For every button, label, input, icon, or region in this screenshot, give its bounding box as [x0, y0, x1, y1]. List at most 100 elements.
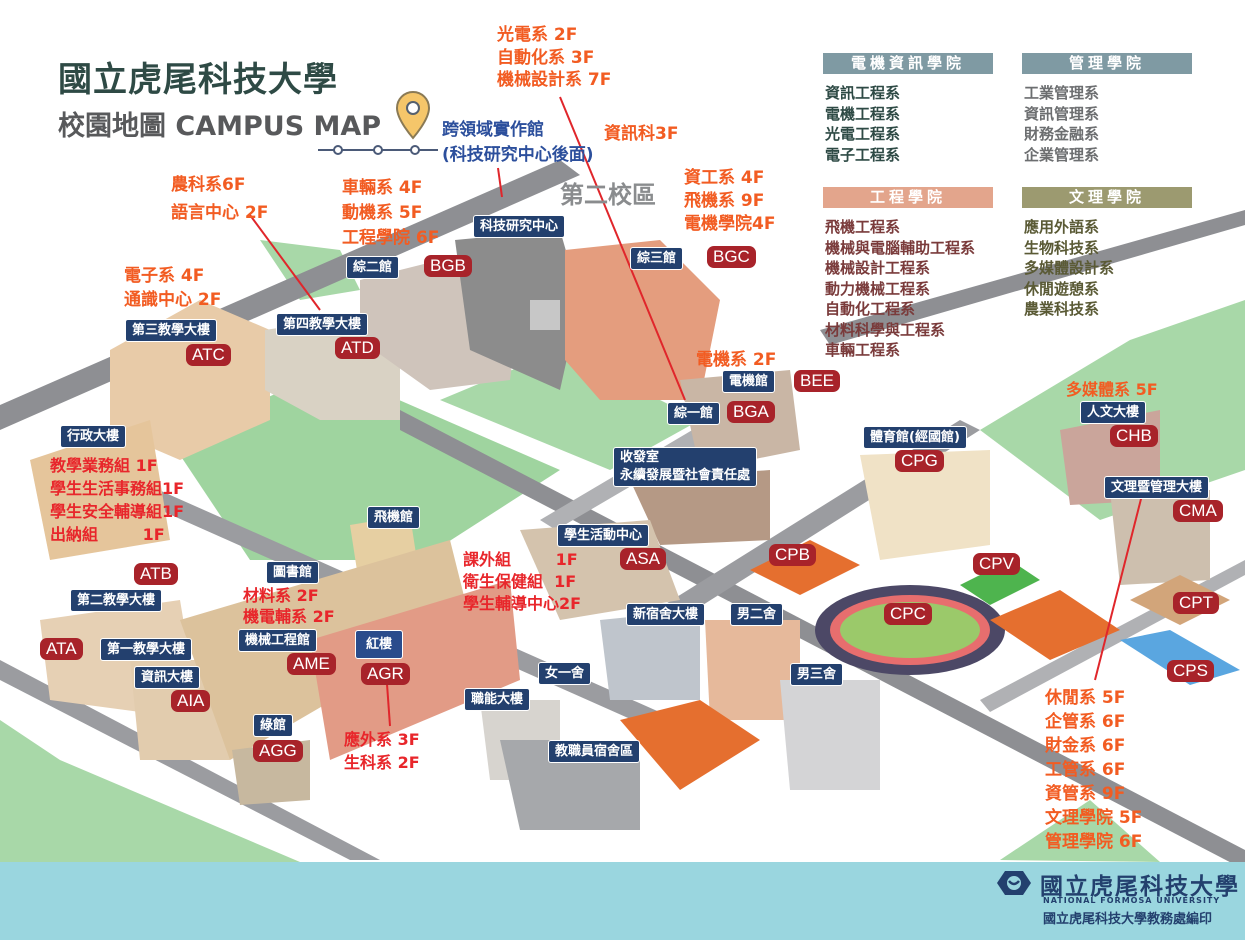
- annotation-line: 工管系 6F: [1045, 760, 1126, 780]
- building-tag-atc[interactable]: 第三教學大樓: [125, 319, 218, 342]
- annotation-atc: 電子系 4F 通識中心 2F: [124, 264, 221, 312]
- building-code-atd[interactable]: ATD: [335, 337, 380, 359]
- annotation-line: 學生安全輔導組1F: [50, 502, 185, 521]
- building-tag-bga[interactable]: 綜一館: [667, 402, 721, 425]
- building-tag-staff-dorm[interactable]: 教職員宿舍區: [548, 740, 641, 763]
- building-code-bee[interactable]: BEE: [794, 370, 841, 392]
- building-code-atb[interactable]: ATB: [134, 563, 178, 585]
- building-code-atc[interactable]: ATC: [186, 344, 231, 366]
- building-tag-male-dorm-3[interactable]: 男三舍: [790, 663, 844, 686]
- annotation-line: 機械設計系 7F: [497, 70, 612, 90]
- college-heading: 管理學院: [1022, 53, 1192, 74]
- annotation-line: 學生生活事務組1F: [50, 479, 185, 498]
- annotation-line: 工程學院 6F: [342, 228, 440, 248]
- university-logo-name: 國立虎尾科技大學: [1040, 873, 1240, 900]
- building-tag-atb[interactable]: 第二教學大樓: [70, 589, 163, 612]
- page-title: 國立虎尾科技大學: [58, 60, 338, 100]
- annotation-line: 動機系 5F: [342, 203, 423, 223]
- annotation-line: 應外系 3F: [344, 730, 420, 749]
- building-tag-vocational[interactable]: 職能大樓: [464, 688, 531, 711]
- dept-item: 資訊工程系: [825, 84, 901, 102]
- annotation-line: 電機學院4F: [684, 214, 776, 234]
- building-tag-bee[interactable]: 電機館: [722, 370, 776, 393]
- dept-item: 資訊管理系: [1024, 104, 1100, 123]
- building-tag-new-dorm[interactable]: 新宿舍大樓: [626, 603, 706, 626]
- annotation-line: 光電系 2F: [497, 25, 578, 45]
- annotation-line: 農科系6F: [171, 175, 246, 195]
- building-code-cpv[interactable]: CPV: [973, 553, 1020, 575]
- annotation-bee: 電機系 2F: [696, 350, 777, 370]
- building-code-aia[interactable]: AIA: [171, 690, 211, 712]
- dept-item: 材料科學與工程系: [825, 320, 946, 339]
- leader-lines: [249, 96, 1143, 727]
- building-tag-bgc[interactable]: 綜三館: [630, 247, 684, 270]
- building-tag-cpg[interactable]: 體育館(經國館): [863, 426, 967, 449]
- building-code-agg[interactable]: AGG: [253, 740, 303, 762]
- building-tag-chb[interactable]: 人文大樓: [1080, 401, 1147, 424]
- printed-by: 國立虎尾科技大學教務處編印: [1043, 912, 1213, 927]
- building-tag-female-dorm-1[interactable]: 女一舍: [538, 662, 592, 685]
- building-tag-atd[interactable]: 第四教學大樓: [276, 313, 369, 336]
- building-code-bgb[interactable]: BGB: [424, 255, 472, 277]
- annotation-line: 管理學院 6F: [1045, 832, 1143, 852]
- building-tag-agr[interactable]: 紅樓: [355, 630, 404, 659]
- dept-item: 光電工程系: [825, 125, 901, 143]
- annotation-line: 衛生保健組 1F: [463, 572, 577, 591]
- building-code-cps[interactable]: CPS: [1167, 660, 1214, 682]
- building-code-agr[interactable]: AGR: [361, 663, 410, 685]
- building-tag-admin[interactable]: 行政大樓: [60, 425, 127, 448]
- building-tag-library[interactable]: 圖書館: [266, 561, 320, 584]
- annotation-line: 機電輔系 2F: [243, 607, 335, 626]
- building-tag-bgb[interactable]: 綜二館: [346, 256, 400, 279]
- building-tag-cma[interactable]: 文理暨管理大樓: [1104, 476, 1210, 499]
- college-legend-engineering: 工程學院 飛機工程系 機械與電腦輔助工程系 機械設計工程系 動力機械工程系 自動…: [823, 187, 993, 361]
- dept-item: 多媒體設計系: [1024, 259, 1115, 277]
- campus-label: 第二校區: [560, 181, 656, 209]
- building-code-ata[interactable]: ATA: [40, 638, 83, 660]
- building-tag-tech-center[interactable]: 科技研究中心: [473, 215, 566, 238]
- building-tag-aia[interactable]: 資訊大樓: [134, 666, 201, 689]
- building-code-ame[interactable]: AME: [287, 653, 336, 675]
- map-pin-icon: [318, 90, 438, 155]
- pin-label-line1: 跨領域實作館: [442, 120, 544, 140]
- annotation-chb: 多媒體系 5F: [1066, 380, 1158, 399]
- building-tag-ame[interactable]: 機械工程館: [238, 629, 318, 652]
- college-legend-eecs: 電機資訊學院 資訊工程系 電機工程系 光電工程系 電子工程系: [823, 53, 993, 165]
- mail-room-label: 收發室: [620, 450, 660, 465]
- building-code-bga[interactable]: BGA: [727, 401, 775, 423]
- annotation-agr: 應外系 3F 生科系 2F: [344, 728, 420, 774]
- building-code-cpt[interactable]: CPT: [1173, 592, 1219, 614]
- annotation-line: 車輛系 4F: [342, 178, 423, 198]
- annotation-line: 語言中心 2F: [171, 203, 269, 223]
- dept-item: 飛機工程系: [825, 218, 901, 236]
- annotation-line: 財金系 6F: [1045, 736, 1126, 756]
- university-logo-icon: [997, 871, 1031, 895]
- building-tag-male-dorm-2[interactable]: 男二舍: [730, 603, 784, 626]
- annotation-line: 資管系 9F: [1045, 784, 1126, 804]
- building-code-cpc[interactable]: CPC: [884, 603, 932, 625]
- annotation-asa: 課外組 1F 衛生保健組 1F 學生輔導中心2F: [463, 549, 581, 615]
- annotation-line: 教學業務組 1F: [50, 456, 158, 475]
- dept-item: 機械與電腦輔助工程系: [825, 238, 976, 257]
- annotation-library: 材料系 2F 機電輔系 2F: [243, 585, 335, 627]
- building-code-cma[interactable]: CMA: [1173, 500, 1223, 522]
- building-tag-asa[interactable]: 學生活動中心: [557, 524, 650, 547]
- annotation-cma: 休閒系 5F 企管系 6F 財金系 6F 工管系 6F 資管系 9F 文理學院 …: [1045, 686, 1142, 854]
- dept-item: 電機工程系: [825, 104, 901, 123]
- building-code-chb[interactable]: CHB: [1110, 425, 1158, 447]
- building-tag-ata[interactable]: 第一教學大樓: [100, 638, 193, 661]
- building-tag-mail-room[interactable]: 收發室 永續發展暨社會責任處: [613, 447, 758, 487]
- college-legend-arts-science: 文理學院 應用外語系 生物科技系 多媒體設計系 休閒遊憩系 農業科技系: [1022, 187, 1192, 320]
- building-code-cpb[interactable]: CPB: [769, 544, 816, 566]
- college-heading: 電機資訊學院: [823, 53, 993, 74]
- building-code-asa[interactable]: ASA: [620, 548, 667, 570]
- annotation-agri: 農科系6F 語言中心 2F: [171, 171, 268, 227]
- building-code-cpg[interactable]: CPG: [895, 450, 944, 472]
- building-tag-agg[interactable]: 綠館: [253, 714, 294, 737]
- annotation-line: 通識中心 2F: [124, 290, 222, 310]
- annotation-line: 文理學院 5F: [1045, 808, 1143, 828]
- building-tag-aircraft[interactable]: 飛機館: [367, 506, 421, 529]
- building-code-bgc[interactable]: BGC: [707, 246, 756, 268]
- annotation-bgb: 車輛系 4F 動機系 5F 工程學院 6F: [342, 176, 439, 251]
